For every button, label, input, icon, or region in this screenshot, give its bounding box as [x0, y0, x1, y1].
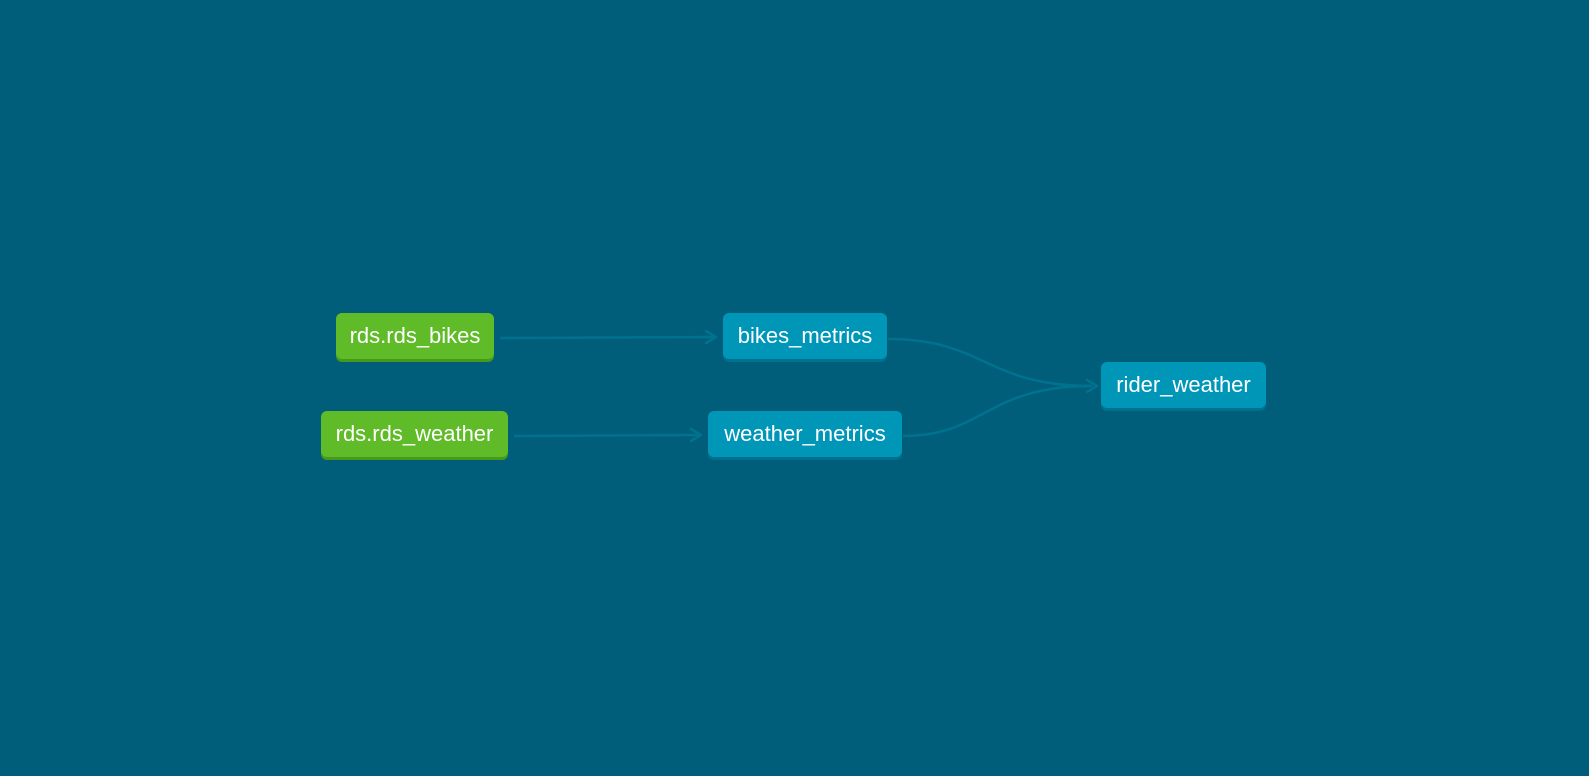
- node-label: rds.rds_weather: [335, 421, 494, 446]
- edge-rds-bikes-to-bikes-metrics: [499, 329, 718, 345]
- node-label: bikes_metrics: [737, 323, 873, 348]
- edge-line: [887, 337, 1093, 388]
- edge-rds-weather-to-weather-metrics: [513, 427, 703, 443]
- arrowhead-icon: [1085, 378, 1099, 394]
- edge-weather-metrics-to-rider-weather: [902, 378, 1099, 438]
- node-label: weather_metrics: [724, 421, 886, 446]
- node-weather-metrics[interactable]: weather_metrics: [708, 411, 902, 457]
- edge-bikes-metrics-to-rider-weather: [887, 337, 1093, 388]
- node-label: rds.rds_bikes: [349, 323, 481, 348]
- node-rds-bikes[interactable]: rds.rds_bikes: [336, 313, 494, 359]
- edge-line: [902, 384, 1093, 438]
- node-rider-weather[interactable]: rider_weather: [1101, 362, 1266, 408]
- node-label: rider_weather: [1116, 372, 1251, 397]
- edge-line: [499, 335, 715, 340]
- arrowhead-icon: [704, 329, 718, 345]
- node-rds-weather[interactable]: rds.rds_weather: [321, 411, 508, 457]
- edge-line: [513, 433, 700, 438]
- arrowhead-icon: [689, 427, 703, 443]
- node-bikes-metrics[interactable]: bikes_metrics: [723, 313, 887, 359]
